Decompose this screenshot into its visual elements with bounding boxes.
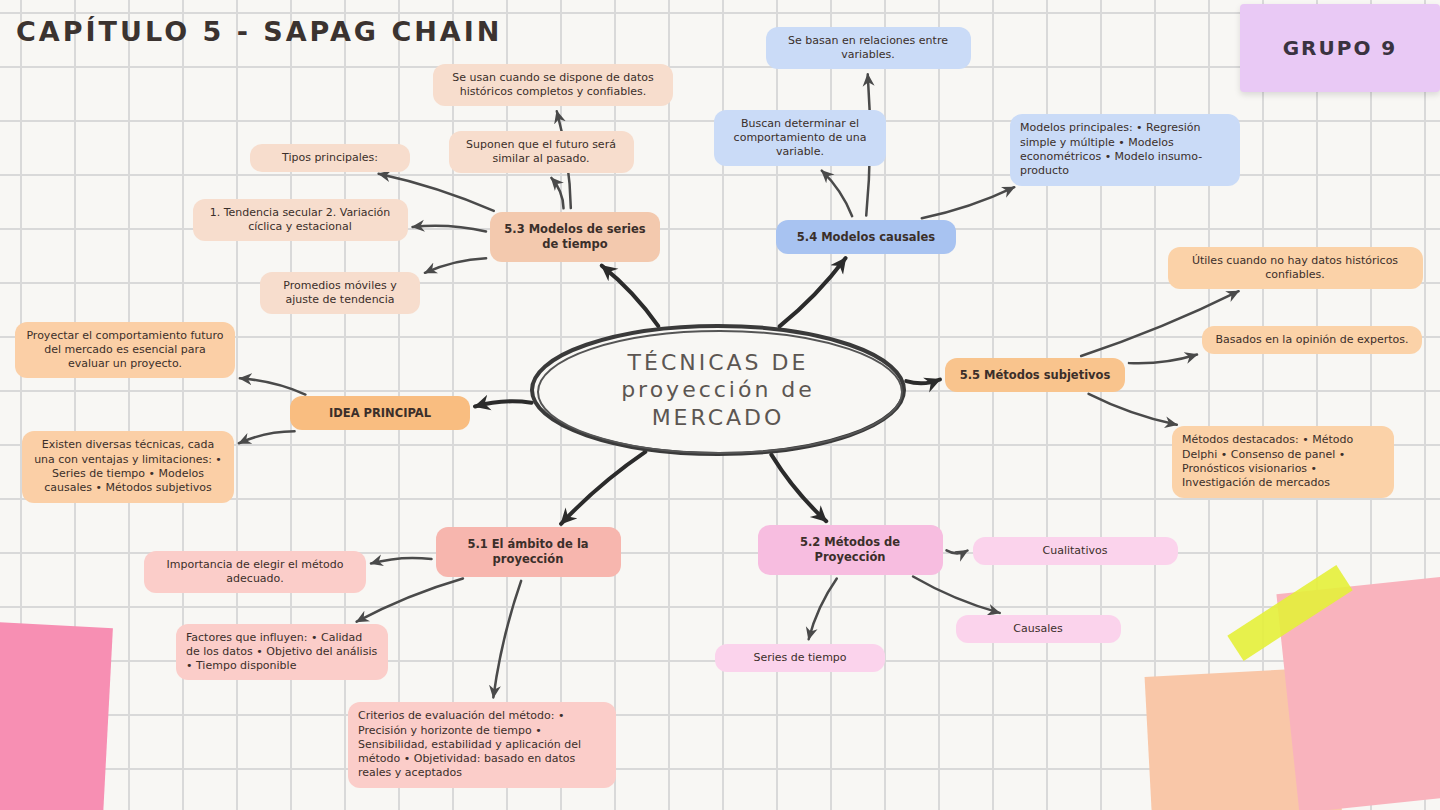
node-text: Se basan en relaciones entre variables. [776,34,961,63]
node-text: 1. Tendencia secular 2. Variación cíclic… [203,206,398,235]
connector-arrow [239,431,295,443]
note-box: Métodos destacados: • Método Delphi • Co… [1172,426,1394,497]
connector-arrow [493,581,521,698]
note-box: Importancia de elegir el método adecuado… [144,551,366,594]
connector-arrow [809,579,837,640]
note-box: Proyectar el comportamiento futuro del m… [15,322,235,379]
note-box: Cualitativos [973,537,1178,565]
connector-arrow [822,171,852,217]
note-box: Series de tiempo [715,644,885,672]
branch-box: 5.1 El ámbito de la proyección [436,527,621,577]
note-box: Se basan en relaciones entre variables. [766,27,971,70]
node-text: Cualitativos [983,544,1168,558]
node-text: Criterios de evaluación del método: • Pr… [358,709,606,780]
node-text: Promedios móviles y ajuste de tendencia [270,279,410,308]
node-text: 5.5 Métodos subjetivos [957,368,1113,383]
connector-arrow [602,266,659,327]
node-text: Importancia de elegir el método adecuado… [154,558,356,587]
note-box: Tipos principales: [250,144,410,172]
node-text: 5.2 Métodos de Proyección [770,535,931,565]
connector-arrow [1089,394,1177,425]
note-box: Basados en la opinión de expertos. [1202,326,1422,354]
branch-box: 5.5 Métodos subjetivos [945,358,1125,393]
central-ellipse: TÉCNICAS DE proyección de MERCADO [528,320,908,460]
connector-arrow [780,258,846,326]
note-box: Promedios móviles y ajuste de tendencia [260,272,420,315]
node-text: Series de tiempo [725,651,875,665]
node-text: Suponen que el futuro será similar al pa… [459,138,624,167]
sticky-note [0,622,113,810]
branch-box: 5.4 Modelos causales [776,220,956,255]
note-box: Modelos principales: • Regresión simple … [1010,114,1240,185]
node-text: IDEA PRINCIPAL [302,406,458,421]
connector-arrow [357,578,463,621]
note-box: Criterios de evaluación del método: • Pr… [348,702,616,787]
node-text: Causales [966,622,1111,636]
node-text: TÉCNICAS DE proyección de MERCADO [603,349,833,432]
connector-arrow [913,576,1000,612]
connector-arrow [240,378,306,394]
connector-arrow [475,401,532,406]
note-box: Existen diversas técnicas, cada una con … [22,431,234,502]
node-text: Factores que influyen: • Calidad de los … [186,631,378,674]
node-text: Tipos principales: [260,151,400,165]
page-title: CAPÍTULO 5 - SAPAG CHAIN [16,16,502,47]
node-text: 5.1 El ámbito de la proyección [448,537,609,567]
node-text: Existen diversas técnicas, cada una con … [32,438,224,495]
node-text: Métodos destacados: • Método Delphi • Co… [1182,433,1384,490]
node-text: Modelos principales: • Regresión simple … [1020,121,1230,178]
branch-box: 5.3 Modelos de series de tiempo [490,212,660,262]
sticky-note: GRUPO 9 [1240,4,1440,92]
connector-arrow [771,455,826,522]
connector-arrow [425,258,486,273]
tape [1227,565,1352,661]
node-text: Proyectar el comportamiento futuro del m… [25,329,225,372]
connector-arrow [412,226,486,232]
note-box: Se usan cuando se dispone de datos histó… [433,64,673,107]
node-text: Buscan determinar el comportamiento de u… [724,117,876,160]
node-text: Se usan cuando se dispone de datos histó… [443,71,663,100]
connector-arrow [561,452,645,524]
note-box: Suponen que el futuro será similar al pa… [449,131,634,174]
node-text: GRUPO 9 [1283,35,1398,61]
node-text: 5.4 Modelos causales [788,230,944,245]
connector-arrow [922,187,1015,218]
connector-arrow [371,558,432,564]
connector-arrow [946,550,967,553]
note-box: Factores que influyen: • Calidad de los … [176,624,388,681]
branch-box: 5.2 Métodos de Proyección [758,525,943,575]
node-text: Basados en la opinión de expertos. [1212,333,1412,347]
node-text: Útiles cuando no hay datos históricos co… [1178,254,1413,283]
note-box: Causales [956,615,1121,643]
branch-box: IDEA PRINCIPAL [290,396,470,431]
connector-arrow [551,178,563,208]
note-box: 1. Tendencia secular 2. Variación cíclic… [193,199,408,242]
connector-arrow [1129,355,1197,364]
note-box: Útiles cuando no hay datos históricos co… [1168,247,1423,290]
node-text: 5.3 Modelos de series de tiempo [502,222,648,252]
connector-arrow [906,379,940,383]
note-box: Buscan determinar el comportamiento de u… [714,110,886,167]
